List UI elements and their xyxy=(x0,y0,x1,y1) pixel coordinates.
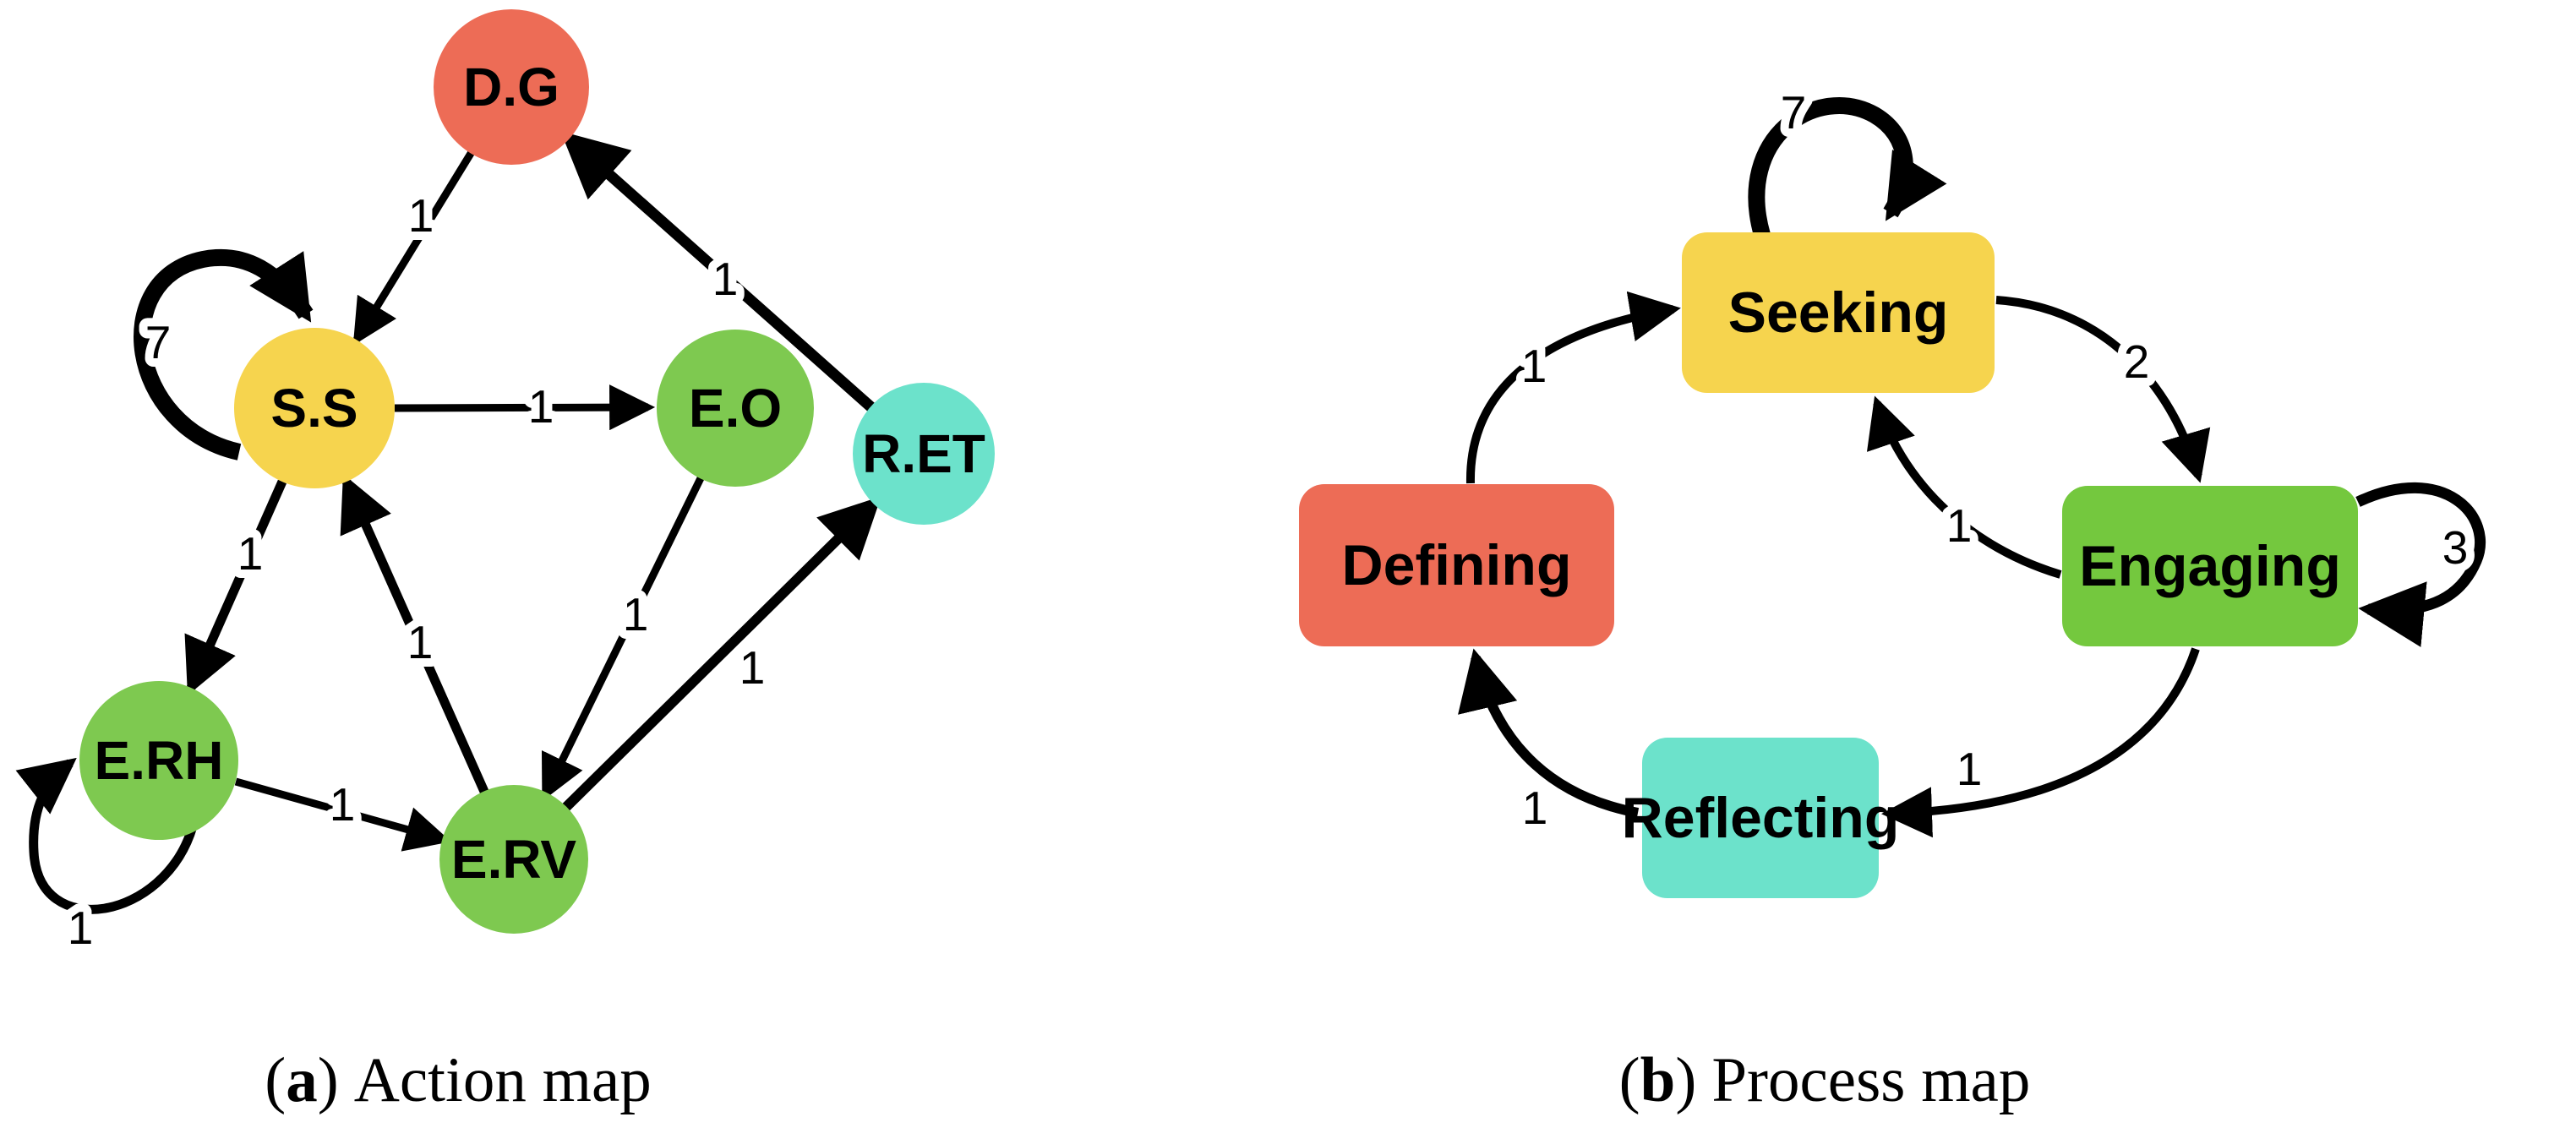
edge-count-ERH-ERV: 1 xyxy=(330,778,356,831)
node-shape-engaging xyxy=(2062,486,2358,646)
node-label-RET: R.ET xyxy=(862,423,985,484)
edge-ERV-SS xyxy=(340,473,490,796)
node-SS: S.S xyxy=(234,328,395,488)
node-label-DG: D.G xyxy=(463,57,559,117)
node-EO: E.O xyxy=(657,330,814,487)
caption-b-close: ) xyxy=(1675,1045,1697,1115)
edge-EO-ERV xyxy=(541,477,705,802)
edge-SS-ERH xyxy=(184,479,287,696)
edge-count-reflecting-defining: 1 xyxy=(1522,782,1548,834)
edge-reflecting-defining xyxy=(1458,648,1640,818)
edge-SS-SS xyxy=(134,248,314,460)
caption-b-open: ( xyxy=(1618,1045,1640,1115)
edge-seeking-seeking xyxy=(1748,97,1947,237)
edge-ERH-ERH xyxy=(15,757,198,914)
caption-b-letter: b xyxy=(1640,1045,1676,1115)
node-label-EO: E.O xyxy=(689,378,782,439)
node-shape-ERV xyxy=(439,785,588,934)
edge-count-engaging-reflecting: 1 xyxy=(1957,743,1983,795)
node-shape-defining xyxy=(1299,484,1614,646)
caption-a-open: ( xyxy=(265,1045,287,1115)
node-shape-reflecting xyxy=(1642,738,1879,898)
edge-count-defining-seeking: 1 xyxy=(1521,340,1547,392)
edge-DG-SS xyxy=(352,150,475,346)
edge-engaging-engaging xyxy=(2355,482,2486,647)
caption-process-map: (b)Process map xyxy=(1619,1044,2031,1117)
edge-RET-DG xyxy=(560,131,876,412)
edge-engaging-seeking xyxy=(1867,395,2062,579)
edge-count-SS-SS: 7 xyxy=(145,316,172,368)
node-ERH: E.RH xyxy=(79,681,238,840)
caption-a-title: Action map xyxy=(353,1045,652,1115)
panel-action-map: D.G S.S E.O R.ET E.RH E.RV 1 1 7 1 1 1 1 1 1 1 xyxy=(15,9,995,962)
edge-count-ERV-RET: 1 xyxy=(740,641,766,694)
node-engaging: Engaging xyxy=(2062,486,2358,646)
edge-engaging-reflecting xyxy=(1881,647,2200,838)
edge-defining-seeking xyxy=(1465,291,1681,484)
node-label-seeking: Seeking xyxy=(1728,281,1949,345)
caption-a-letter: a xyxy=(286,1045,318,1115)
caption-b-title: Process map xyxy=(1711,1045,2031,1115)
node-ERV: E.RV xyxy=(439,785,588,934)
edge-count-engaging-engaging: 3 xyxy=(2442,521,2469,574)
edge-count-ERV-SS: 1 xyxy=(407,616,434,668)
node-shape-EO xyxy=(657,330,814,487)
node-shape-seeking xyxy=(1682,232,1995,393)
edge-count-ERH-ERH: 1 xyxy=(68,902,94,954)
node-reflecting: Reflecting xyxy=(1622,738,1900,898)
node-DG: D.G xyxy=(434,9,589,165)
node-shape-SS xyxy=(234,328,395,488)
edge-count-engaging-seeking: 1 xyxy=(1946,499,1973,552)
caption-a-close: ) xyxy=(317,1045,339,1115)
node-shape-RET xyxy=(853,383,995,525)
edge-ERV-RET xyxy=(560,496,881,813)
node-label-reflecting: Reflecting xyxy=(1622,786,1900,850)
edge-SS-EO xyxy=(394,384,656,431)
node-label-engaging: Engaging xyxy=(2079,534,2341,598)
caption-action-map: (a)Action map xyxy=(265,1044,651,1117)
edge-ERH-ERV xyxy=(234,777,451,852)
edge-count-EO-ERV: 1 xyxy=(623,588,649,640)
node-label-SS: S.S xyxy=(270,378,357,439)
node-shape-ERH xyxy=(79,681,238,840)
edge-seeking-engaging xyxy=(1995,296,2211,483)
edge-count-DG-SS: 1 xyxy=(408,189,434,242)
node-label-ERV: E.RV xyxy=(451,829,577,890)
node-label-defining: Defining xyxy=(1342,533,1572,597)
edge-count-SS-EO: 1 xyxy=(528,380,554,433)
node-RET: R.ET xyxy=(853,383,995,525)
edge-count-RET-DG: 1 xyxy=(712,253,739,305)
node-defining: Defining xyxy=(1299,484,1614,646)
edge-count-seeking-seeking: 7 xyxy=(1781,86,1807,139)
edge-count-seeking-engaging: 2 xyxy=(2124,335,2150,388)
node-shape-DG xyxy=(434,9,589,165)
node-label-ERH: E.RH xyxy=(95,730,224,791)
edge-count-SS-ERH: 1 xyxy=(237,527,264,580)
node-seeking: Seeking xyxy=(1682,232,1995,393)
